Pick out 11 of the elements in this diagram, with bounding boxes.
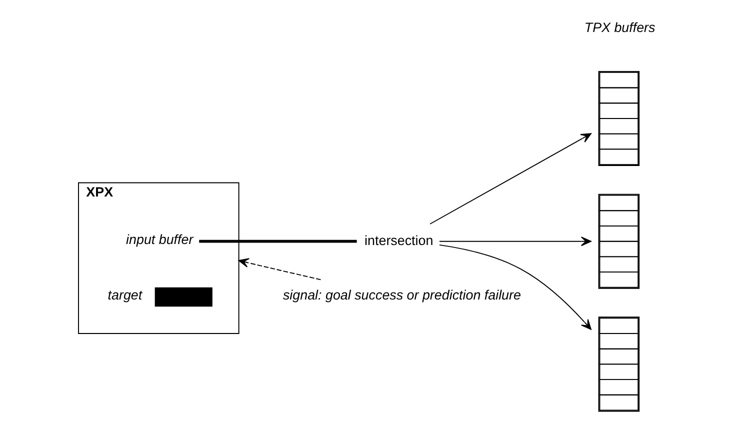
node-text: signal: goal success or prediction failure (282, 288, 520, 303)
arrow (429, 133, 591, 224)
connector (198, 240, 356, 243)
arrow (438, 236, 591, 246)
node-label: target (107, 288, 142, 303)
node-text: intersection (364, 232, 433, 248)
node-text: input buffer (126, 232, 193, 247)
node-box (154, 287, 212, 307)
arrow (438, 244, 591, 330)
label: TPX buffers (584, 20, 655, 35)
arrow (238, 258, 321, 280)
